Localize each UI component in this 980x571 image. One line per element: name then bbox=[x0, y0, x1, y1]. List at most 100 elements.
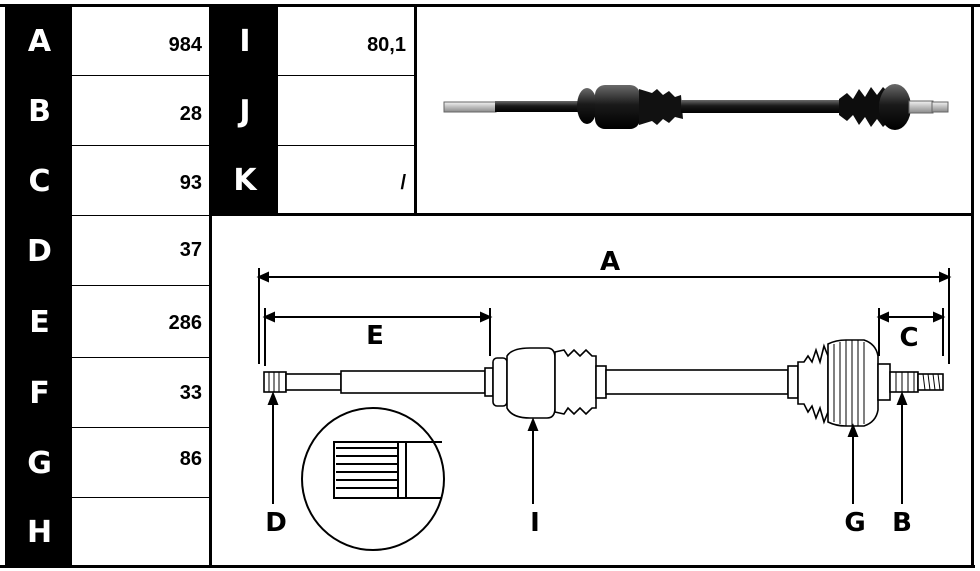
detail-spline-teeth bbox=[336, 447, 398, 489]
row-line-4 bbox=[72, 285, 210, 286]
spec-letter-e-text: E bbox=[29, 304, 50, 340]
outline-left-boot-clamp bbox=[595, 365, 607, 399]
row-line-7 bbox=[72, 497, 210, 498]
spec-letter-f-text: F bbox=[29, 375, 50, 411]
outline-main-shaft bbox=[605, 369, 789, 395]
spec-value-j bbox=[278, 76, 414, 146]
label-e: E bbox=[366, 321, 384, 351]
spec-value-f-text: 33 bbox=[179, 382, 202, 404]
row-line-2 bbox=[72, 145, 210, 146]
spec-letter-h-text: H bbox=[26, 514, 53, 550]
spec-value-k-text: / bbox=[400, 172, 406, 194]
spec-letter-i: I bbox=[212, 6, 278, 76]
spec-value-i-text: 80,1 bbox=[367, 34, 406, 56]
outline-left-boot bbox=[554, 348, 597, 416]
spec-value-k: / bbox=[278, 146, 414, 214]
spec-value-b: 28 bbox=[72, 76, 210, 146]
photo-main-shaft bbox=[681, 100, 841, 113]
spec-letter-k-text: K bbox=[233, 162, 257, 198]
photo-left-stub bbox=[443, 101, 497, 113]
pointer-b-arrow bbox=[896, 391, 908, 405]
label-i: I bbox=[530, 508, 540, 538]
drive-shaft-photo bbox=[443, 84, 949, 130]
label-b: B bbox=[892, 508, 912, 538]
label-d: D bbox=[265, 508, 287, 538]
spec-letter-b: B bbox=[7, 76, 72, 146]
outline-left-ring bbox=[484, 367, 494, 397]
row-line-1 bbox=[72, 75, 210, 76]
spec-value-h bbox=[72, 498, 210, 566]
pointer-i-arrow bbox=[527, 417, 539, 431]
spec-letter-d-text: D bbox=[27, 233, 52, 269]
spec-value-g: 86 bbox=[72, 428, 210, 498]
outline-left-collar bbox=[340, 370, 486, 394]
row-line-6 bbox=[72, 427, 210, 428]
spec-value-d-text: 37 bbox=[179, 239, 202, 261]
dimension-diagram: A E C D I G B bbox=[256, 247, 952, 551]
frame-right-line bbox=[971, 4, 974, 568]
outline-right-boot-clamp bbox=[787, 365, 799, 399]
outline-right-joint-body bbox=[827, 339, 879, 427]
spec-value-e: 286 bbox=[72, 286, 210, 358]
pointer-lines bbox=[267, 391, 908, 504]
outline-right-neck bbox=[877, 363, 891, 401]
spec-letter-c: C bbox=[7, 146, 72, 216]
spec-letter-j-text: J bbox=[239, 93, 251, 129]
frame-left-line bbox=[5, 4, 7, 568]
photo-right-thread bbox=[931, 101, 949, 113]
spec-letter-j: J bbox=[212, 76, 278, 146]
spec-value-a-text: 984 bbox=[168, 34, 202, 56]
outline-left-joint-body bbox=[506, 347, 556, 419]
pointer-g-arrow bbox=[847, 423, 859, 437]
photo-left-boot bbox=[639, 89, 683, 125]
mid-row-line-1 bbox=[278, 75, 415, 76]
frame-top-line bbox=[0, 4, 980, 7]
spec-value-e-text: 286 bbox=[168, 312, 202, 334]
spec-letter-g-text: G bbox=[27, 445, 52, 481]
spec-letter-a-text: A bbox=[27, 23, 52, 59]
spec-value-a: 984 bbox=[72, 6, 210, 76]
spec-value-b-text: 28 bbox=[179, 103, 202, 125]
mid-row-line-2 bbox=[278, 145, 415, 146]
dimension-lines bbox=[256, 268, 952, 366]
outline-left-joint-neck bbox=[492, 357, 508, 407]
spec-value-i: 80,1 bbox=[278, 6, 414, 76]
table-divider-middle bbox=[414, 4, 417, 216]
spec-value-c: 93 bbox=[72, 146, 210, 216]
photo-left-shaft bbox=[495, 101, 585, 112]
table-divider-left bbox=[209, 4, 212, 568]
frame-bottom-line bbox=[0, 565, 975, 568]
outline-left-shaft bbox=[285, 373, 342, 391]
photo-right-boot bbox=[839, 87, 893, 127]
detail-spline-block bbox=[333, 441, 407, 499]
spec-letter-a: A bbox=[7, 6, 72, 76]
spec-letter-i-text: I bbox=[239, 23, 251, 59]
spec-letter-b-text: B bbox=[28, 93, 51, 129]
outline-right-thread-hatch bbox=[922, 373, 941, 391]
spec-value-d: 37 bbox=[72, 216, 210, 286]
label-a: A bbox=[600, 247, 620, 277]
label-c: C bbox=[899, 323, 918, 353]
spec-value-c-text: 93 bbox=[179, 172, 202, 194]
spec-letter-k: K bbox=[212, 146, 278, 214]
row-line-5 bbox=[72, 357, 210, 358]
dim-e-left-arrow bbox=[262, 311, 275, 323]
outline-left-spline-hatch bbox=[268, 372, 280, 392]
photo-left-joint-ring bbox=[577, 88, 597, 124]
dim-e-right-arrow bbox=[480, 311, 493, 323]
dim-a-right-arrow bbox=[939, 271, 952, 283]
shaft-outline bbox=[263, 339, 944, 427]
spec-letter-e: E bbox=[7, 286, 72, 358]
spec-value-g-text: 86 bbox=[179, 448, 202, 470]
dim-c-right-arrow bbox=[933, 311, 946, 323]
label-g: G bbox=[844, 508, 865, 538]
photo-bottom-line bbox=[209, 213, 974, 216]
photo-left-joint bbox=[595, 85, 640, 129]
pointer-d-arrow bbox=[267, 391, 279, 405]
outline-right-spline-hatch bbox=[895, 372, 915, 392]
photo-right-joint bbox=[879, 84, 911, 130]
dim-c-left-arrow bbox=[876, 311, 889, 323]
spec-letter-c-text: C bbox=[28, 163, 51, 199]
spline-detail-callout bbox=[301, 407, 445, 551]
